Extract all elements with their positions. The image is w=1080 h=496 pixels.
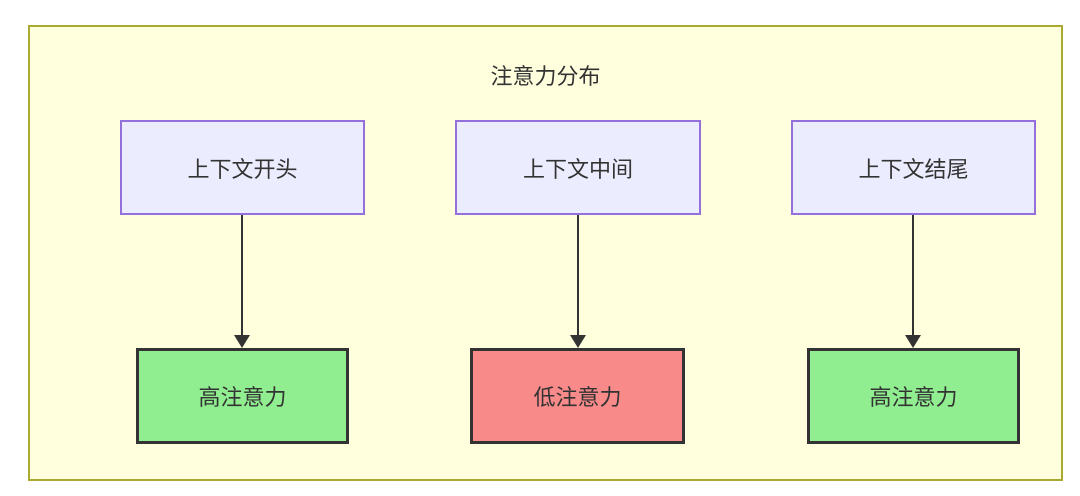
arrow-down-icon (234, 215, 250, 348)
diagram-title: 注意力分布 (490, 64, 601, 89)
arrowhead-icon (570, 335, 586, 348)
context-begin-label: 上下文开头 (187, 156, 298, 182)
arrow-shaft (912, 215, 914, 336)
context-end-label: 上下文结尾 (858, 156, 969, 182)
arrowhead-icon (234, 335, 250, 348)
context-begin-node: 上下文开头 (120, 120, 365, 215)
arrow-shaft (241, 215, 243, 336)
high-attention-node-left: 高注意力 (136, 348, 349, 444)
context-middle-label: 上下文中间 (522, 156, 633, 182)
arrow-shaft (577, 215, 579, 336)
arrow-down-icon (570, 215, 586, 348)
high-attention-label-left: 高注意力 (198, 385, 287, 410)
context-end-node: 上下文结尾 (791, 120, 1036, 215)
diagram-container: 注意力分布 上下文开头 高注意力 上下文中间 低注意力 上下文结尾 (28, 25, 1063, 481)
arrow-down-icon (905, 215, 921, 348)
arrowhead-icon (905, 335, 921, 348)
low-attention-node: 低注意力 (470, 348, 685, 444)
low-attention-label: 低注意力 (533, 385, 622, 410)
context-middle-node: 上下文中间 (455, 120, 701, 215)
high-attention-node-right: 高注意力 (807, 348, 1020, 444)
high-attention-label-right: 高注意力 (869, 385, 958, 410)
